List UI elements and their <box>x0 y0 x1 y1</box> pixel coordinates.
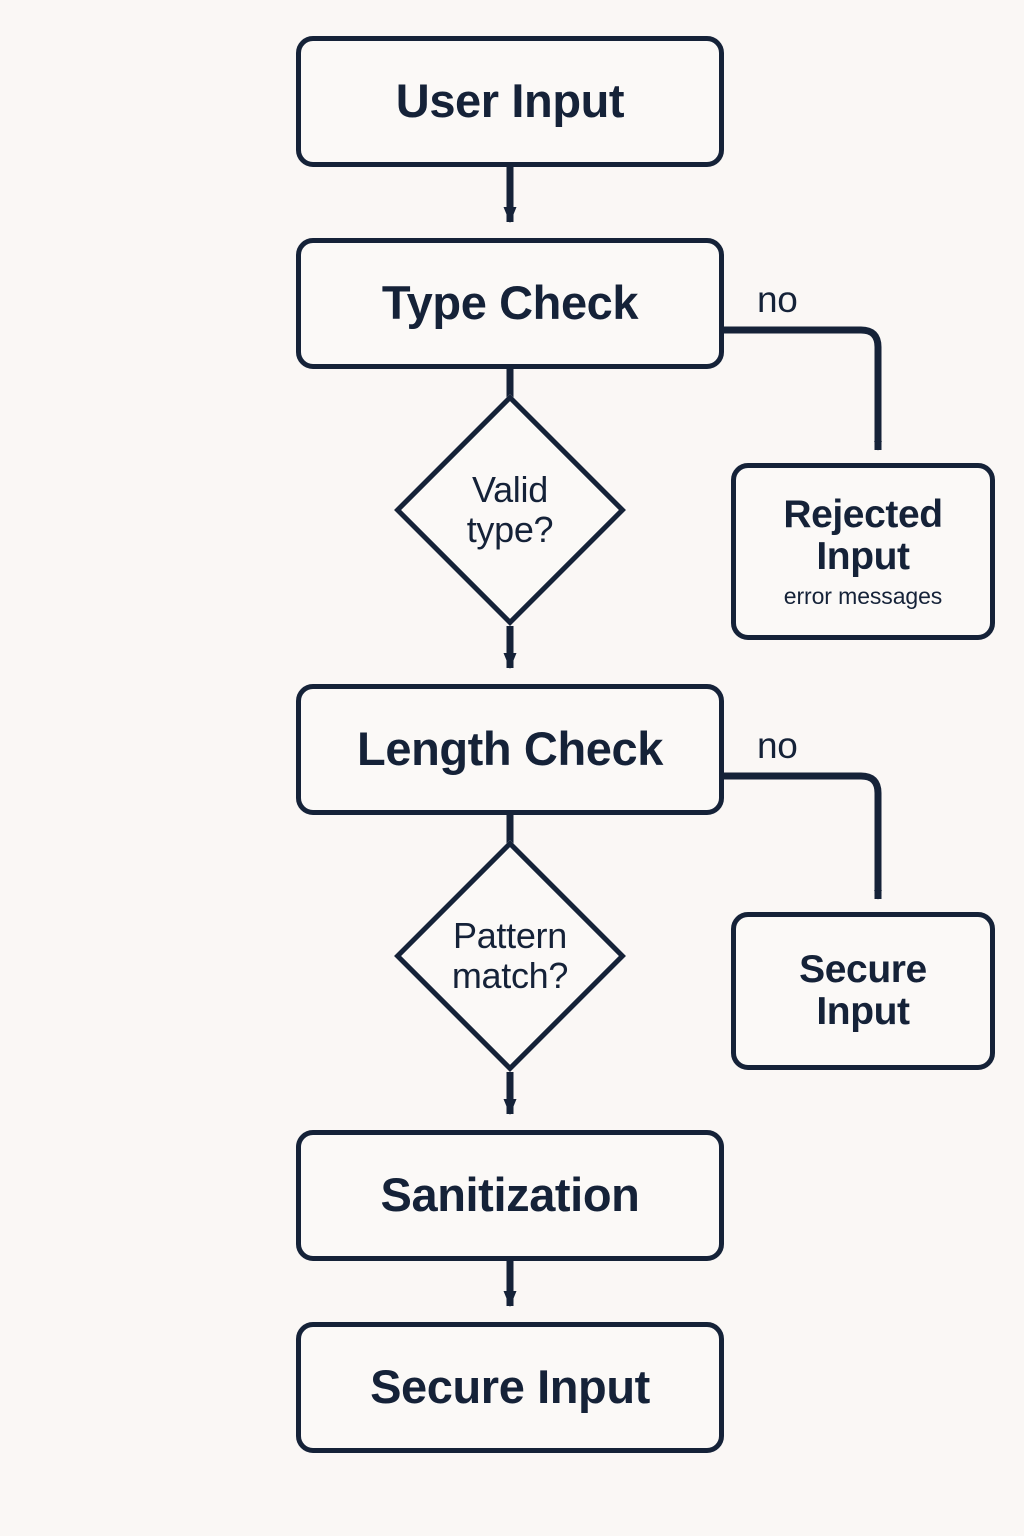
node-valid-type[interactable]: Valid type? <box>394 394 626 626</box>
node-sanitization-label: Sanitization <box>380 1168 640 1222</box>
node-user-input[interactable]: User Input <box>296 36 724 167</box>
node-pattern-match[interactable]: Pattern match? <box>394 840 626 1072</box>
node-rejected-input-sublabel: error messages <box>783 582 943 609</box>
node-secure-input-branch[interactable]: Secure Input <box>731 912 995 1070</box>
node-rejected-input-label: Rejected Input <box>783 493 943 578</box>
edge-length-check-no-to-secure-branch <box>724 772 882 900</box>
node-secure-input-final[interactable]: Secure Input <box>296 1322 724 1453</box>
node-valid-type-label: Valid type? <box>466 468 554 550</box>
node-user-input-label: User Input <box>395 74 625 128</box>
edge-label-length-check-no: no <box>757 725 798 766</box>
node-secure-input-branch-label: Secure Input <box>799 948 927 1033</box>
node-pattern-match-label: Pattern match? <box>451 914 569 996</box>
node-rejected-input[interactable]: Rejected Input error messages <box>731 463 995 640</box>
node-type-check[interactable]: Type Check <box>296 238 724 369</box>
node-type-check-label: Type Check <box>381 276 639 330</box>
edge-type-check-no-to-rejected-input <box>724 326 882 451</box>
edge-label-type-check-no: no <box>757 279 798 320</box>
node-length-check-label: Length Check <box>357 722 663 776</box>
node-length-check[interactable]: Length Check <box>296 684 724 815</box>
node-secure-input-final-label: Secure Input <box>370 1360 650 1414</box>
node-sanitization[interactable]: Sanitization <box>296 1130 724 1261</box>
